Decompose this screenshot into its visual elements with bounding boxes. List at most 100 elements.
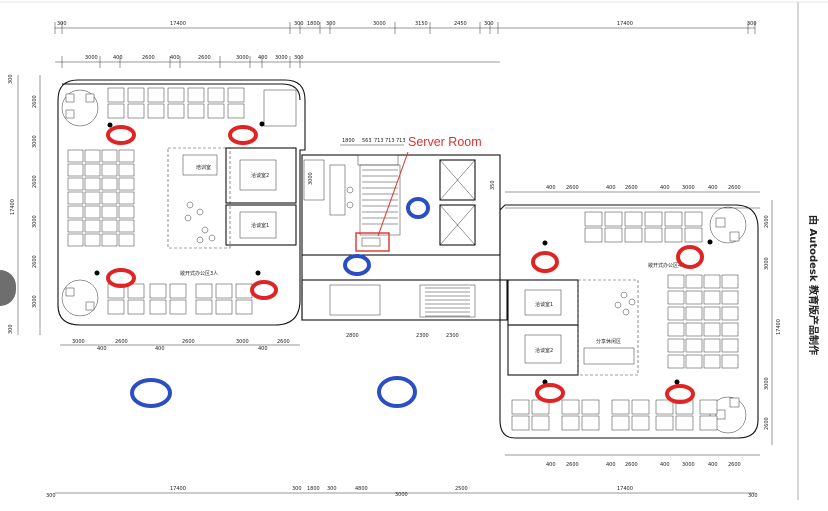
desk — [167, 103, 185, 119]
room-meeting-2-label: 洽谈室2 — [251, 172, 269, 179]
dim-rb-2600b: 2600 — [625, 462, 638, 468]
red-marker-4[interactable] — [250, 280, 278, 300]
dim-top2-2600: 2600 — [142, 55, 155, 61]
red-marker-8[interactable] — [665, 384, 695, 404]
desk — [581, 399, 600, 415]
watermark-text: 由 Autodesk 教育版产品制作 — [807, 215, 818, 356]
blue-marker-3[interactable] — [130, 378, 172, 408]
room-open-office-right-label: 敞开式办公区4人 — [648, 262, 686, 269]
dim-left-300: 300 — [8, 74, 14, 84]
dim-mid-563: 563 — [362, 138, 372, 144]
red-marker-1[interactable] — [106, 125, 136, 145]
dim-rc-2600: 2600 — [764, 215, 770, 228]
red-marker-2[interactable] — [228, 125, 258, 145]
dim-b2-3000b: 3000 — [236, 339, 249, 345]
desk — [667, 290, 685, 305]
dim-left-3000b: 3000 — [32, 215, 38, 228]
desk — [67, 219, 84, 233]
dim-rt-2600b: 2600 — [625, 185, 638, 191]
desk — [169, 283, 187, 299]
red-marker-3[interactable] — [106, 268, 136, 288]
dim-left-3000c: 3000 — [32, 295, 38, 308]
red-marker-7[interactable] — [535, 383, 565, 403]
bottom-dimension-lines: 3000 400 2600 400 2600 3000 400 2600 300… — [46, 339, 758, 499]
dim-mid-2300b: 2300 — [446, 333, 459, 339]
dim-b-300c: 300 — [327, 486, 337, 492]
dim-b2-2600: 2600 — [115, 339, 128, 345]
dim-rt-400c: 400 — [660, 185, 670, 191]
dim-top-300c: 300 — [326, 21, 336, 27]
desk — [703, 338, 721, 353]
dim-top-1800: 1800 — [307, 21, 320, 27]
dim-rb-400c: 400 — [660, 462, 670, 468]
desk — [101, 205, 118, 219]
desk — [631, 399, 650, 415]
dim-top-2450: 2450 — [454, 21, 467, 27]
desk — [611, 415, 630, 431]
desk — [703, 274, 721, 289]
dim-mid-713c: 713 — [396, 138, 406, 144]
desk — [644, 211, 663, 227]
dim-b2-400c: 400 — [258, 346, 268, 352]
left-wing: 培训室 洽谈室2 洽谈室1 敞开式办公区3人 — [57, 79, 306, 326]
dim-rt-3000: 3000 — [682, 185, 695, 191]
dim-b-1800: 1800 — [307, 486, 320, 492]
desk — [561, 415, 580, 431]
desk — [107, 299, 125, 315]
desk — [721, 290, 739, 305]
desk — [531, 415, 550, 431]
desk — [118, 163, 135, 177]
dim-rb-400b: 400 — [606, 462, 616, 468]
desk — [721, 322, 739, 337]
red-marker-6[interactable] — [676, 245, 704, 269]
desk — [699, 399, 718, 415]
dim-mid-350: 350 — [490, 180, 496, 190]
desk — [195, 283, 213, 299]
desk — [215, 283, 233, 299]
desk — [127, 299, 145, 315]
room-open-office-left-label: 敞开式办公区3人 — [180, 270, 218, 277]
room-meeting-r1-label: 洽谈室1 — [535, 301, 553, 308]
server-room-highlight — [355, 232, 390, 252]
desk — [584, 227, 603, 243]
room-rest-area-label: 分享休闲区 — [596, 338, 621, 345]
desk — [685, 306, 703, 321]
desk — [147, 87, 165, 103]
desk — [67, 177, 84, 191]
dim-left-300b: 300 — [8, 324, 14, 334]
desk — [685, 322, 703, 337]
desk — [127, 283, 145, 299]
dim-rt-400: 400 — [546, 185, 556, 191]
dim-rt-2600c: 2600 — [728, 185, 741, 191]
desk — [84, 149, 101, 163]
right-dimension-lines: 400 2600 400 2600 400 3000 400 2600 400 … — [505, 185, 782, 468]
desk — [667, 338, 685, 353]
blue-marker-1[interactable] — [406, 197, 430, 219]
desk — [703, 354, 721, 369]
dim-top2-400b: 400 — [170, 55, 180, 61]
desk — [685, 274, 703, 289]
side-scroll-handle[interactable] — [0, 270, 16, 306]
desk — [655, 415, 674, 431]
blue-marker-2[interactable] — [343, 254, 371, 276]
desk — [167, 87, 185, 103]
red-marker-5[interactable] — [531, 251, 559, 273]
dim-top2-3000c: 3000 — [275, 55, 288, 61]
desk — [511, 399, 530, 415]
desk — [107, 103, 125, 119]
core-area: 1800 563 713 713 713 3000 350 2800 2300 … — [301, 138, 508, 339]
desk — [118, 191, 135, 205]
desk — [664, 227, 683, 243]
desk — [147, 103, 165, 119]
desk — [101, 149, 118, 163]
desk — [721, 306, 739, 321]
blue-marker-4[interactable] — [377, 376, 417, 408]
desk — [685, 354, 703, 369]
desk — [118, 233, 135, 247]
desk — [84, 219, 101, 233]
dim-mid-1800: 1800 — [342, 138, 355, 144]
desk — [101, 191, 118, 205]
desk — [655, 399, 674, 415]
dim-top-3150: 3150 — [415, 21, 428, 27]
desk — [667, 274, 685, 289]
